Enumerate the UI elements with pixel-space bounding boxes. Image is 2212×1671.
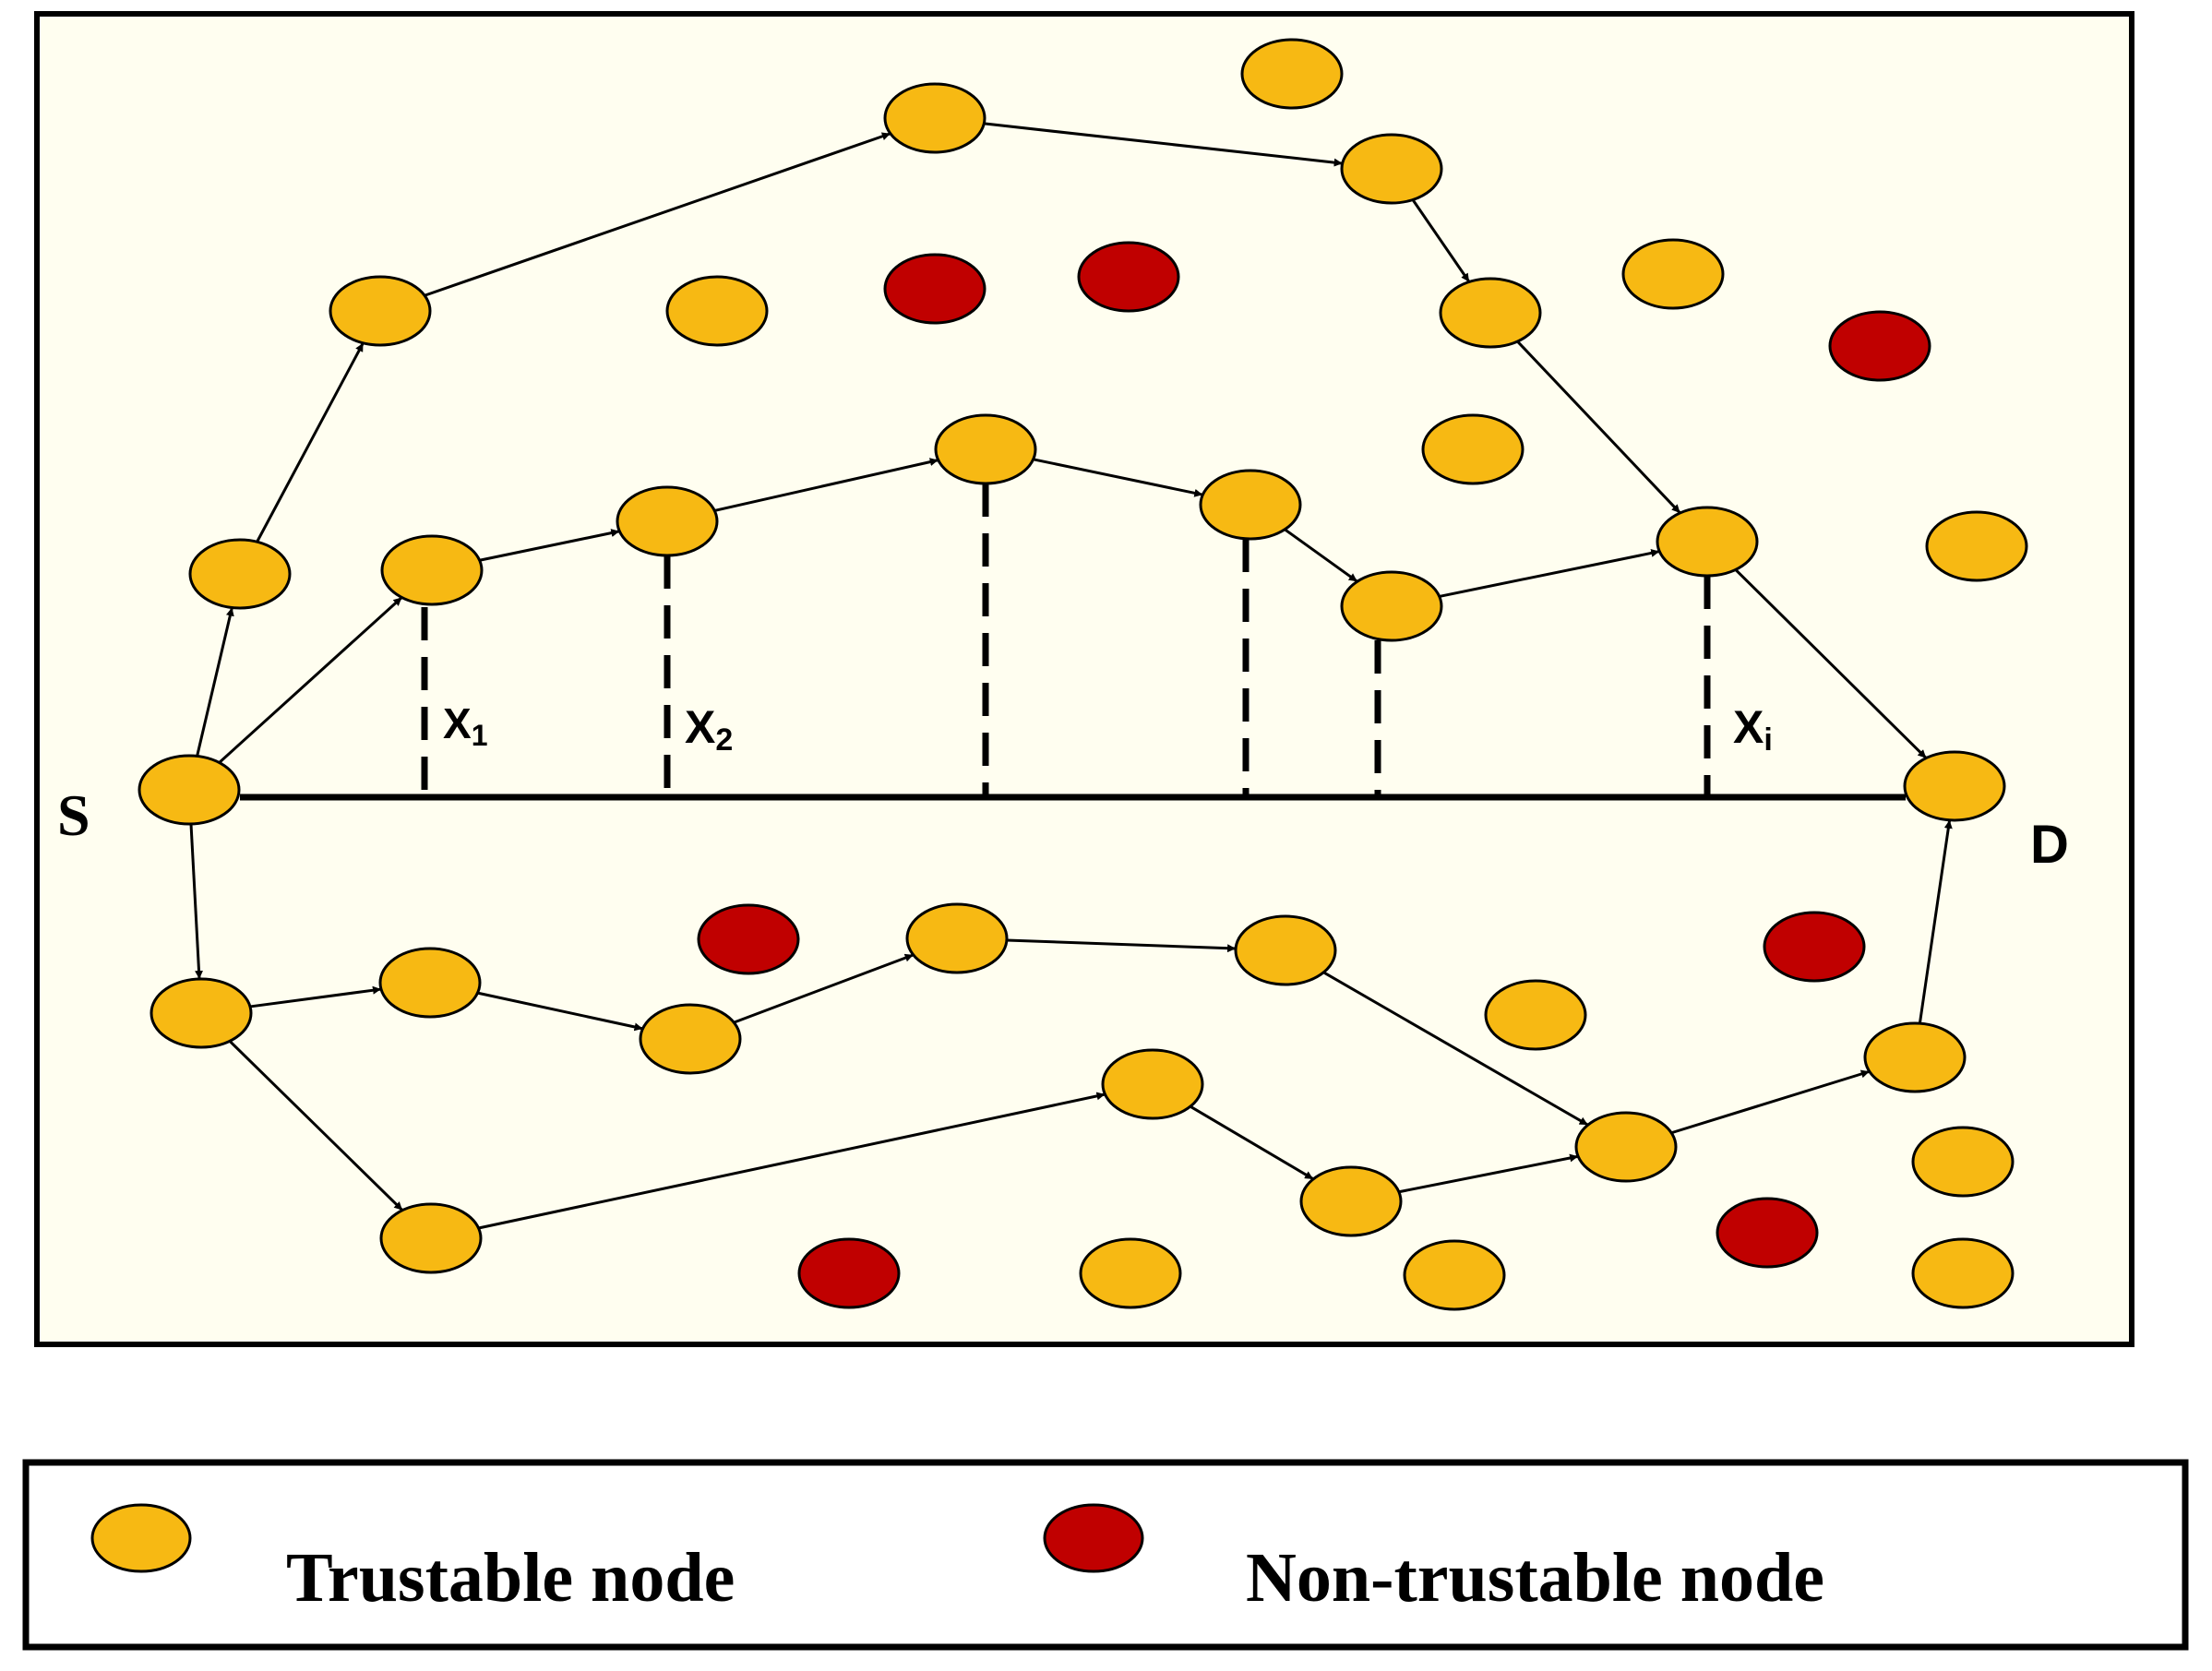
trustable-node-t6 bbox=[1484, 979, 1587, 1051]
trustable-node-u4 bbox=[1340, 133, 1443, 205]
route-edge-m5-m6 bbox=[1439, 548, 1660, 598]
trustable-node-t4 bbox=[1421, 413, 1524, 485]
trustable-node-l1 bbox=[149, 977, 253, 1049]
trustable-node-m3 bbox=[934, 413, 1037, 485]
route-edge-l2-l3 bbox=[477, 991, 643, 1032]
non-trustable-node-r6 bbox=[797, 1237, 901, 1309]
route-edge-u3-u4 bbox=[984, 122, 1343, 167]
x1-subscript: 1 bbox=[472, 719, 488, 752]
route-edge-m1-m2 bbox=[479, 529, 620, 562]
trustable-node-u3 bbox=[883, 82, 986, 154]
route-edge-l6-l7 bbox=[1670, 1069, 1871, 1135]
trustable-node-t8 bbox=[1079, 1237, 1182, 1309]
non-trustable-node-r2 bbox=[1077, 241, 1180, 313]
route-edge-l7-D bbox=[1918, 819, 1953, 1024]
trustable-node-m4 bbox=[1199, 469, 1302, 541]
route-edge-u1-u2 bbox=[256, 342, 365, 543]
trustable-node-m5 bbox=[1340, 570, 1443, 642]
route-edge-l5-l6 bbox=[1322, 971, 1589, 1127]
trustable-node-u2 bbox=[329, 275, 432, 347]
trustable-node-b3 bbox=[1299, 1165, 1403, 1237]
route-edge-m3-m4 bbox=[1033, 458, 1203, 497]
non-trustable-node-r1 bbox=[883, 253, 986, 325]
trustable-node-m1 bbox=[380, 534, 484, 606]
trustable-node-b2 bbox=[1101, 1048, 1204, 1120]
xi-subscript: i bbox=[1764, 722, 1772, 758]
trustable-node-l5 bbox=[1234, 914, 1337, 986]
trustable-node-l7 bbox=[1863, 1021, 1967, 1093]
x2-subscript: 2 bbox=[715, 722, 733, 758]
source-label: S bbox=[57, 782, 90, 848]
non-trustable-node-r4 bbox=[697, 903, 800, 975]
x1-letter: X bbox=[443, 699, 472, 747]
route-edge-u2-u3 bbox=[424, 132, 891, 297]
network-nodes bbox=[138, 38, 2028, 1311]
baseline-layer bbox=[240, 483, 1906, 801]
legend-non-trustable-label: Non-trustable node bbox=[1246, 1539, 1824, 1617]
distance-label-x2: X2 bbox=[685, 701, 733, 758]
route-edge-l1-b1 bbox=[228, 1040, 404, 1211]
route-edge-S-u1 bbox=[196, 607, 234, 757]
trustable-node-S bbox=[138, 754, 241, 826]
route-edges bbox=[189, 122, 1953, 1230]
trustable-node-t1 bbox=[1240, 38, 1344, 110]
route-edge-l4-l5 bbox=[1006, 938, 1237, 953]
trustable-node-l2 bbox=[378, 947, 482, 1019]
x2-letter: X bbox=[685, 701, 715, 753]
xi-letter: X bbox=[1733, 701, 1764, 753]
trustable-node-t2 bbox=[665, 275, 769, 347]
non-trustable-node-r7 bbox=[1716, 1197, 1819, 1269]
legend-trustable-label: Trustable node bbox=[286, 1539, 735, 1617]
trustable-node-t10 bbox=[1911, 1237, 2015, 1309]
route-edge-m4-m5 bbox=[1284, 528, 1358, 583]
trustable-node-b1 bbox=[379, 1202, 483, 1274]
distance-label-x1: X1 bbox=[443, 699, 487, 752]
route-edge-m2-m3 bbox=[713, 458, 939, 512]
trustable-node-l6 bbox=[1574, 1111, 1678, 1183]
route-edge-b1-b2 bbox=[478, 1092, 1106, 1230]
route-edge-S-l1 bbox=[189, 823, 204, 980]
route-edge-l3-l4 bbox=[733, 953, 915, 1024]
non-trustable-node-r3 bbox=[1828, 310, 1931, 382]
trustable-node-t5 bbox=[1925, 510, 2028, 582]
trustable-node-u5 bbox=[1439, 277, 1542, 349]
route-edge-b3-l6 bbox=[1398, 1153, 1579, 1194]
distance-label-xi: Xi bbox=[1733, 701, 1773, 758]
legend-non-trustable-swatch bbox=[1043, 1503, 1144, 1573]
route-edge-l1-l2 bbox=[249, 985, 382, 1009]
trustable-node-l4 bbox=[905, 902, 1009, 974]
trustable-node-t7 bbox=[1911, 1126, 2015, 1198]
trustable-node-m2 bbox=[616, 485, 719, 557]
trustable-node-u6 bbox=[1656, 506, 1759, 578]
non-trustable-node-r5 bbox=[1763, 911, 1866, 983]
trustable-node-D bbox=[1903, 750, 2006, 822]
trustable-node-l3 bbox=[639, 1003, 742, 1075]
trustable-node-t3 bbox=[1621, 238, 1725, 310]
route-edge-u5-u6 bbox=[1516, 340, 1681, 514]
route-edge-u4-u5 bbox=[1411, 198, 1471, 283]
network-frame bbox=[34, 11, 2134, 1347]
route-edge-b2-b3 bbox=[1190, 1104, 1314, 1181]
legend-trustable-swatch bbox=[90, 1503, 192, 1573]
trustable-node-u1 bbox=[188, 538, 292, 610]
route-edge-u6-D bbox=[1734, 568, 1928, 759]
trustable-node-t9 bbox=[1403, 1239, 1506, 1311]
destination-label: D bbox=[2030, 815, 2069, 875]
route-edge-S-m1 bbox=[218, 596, 403, 764]
